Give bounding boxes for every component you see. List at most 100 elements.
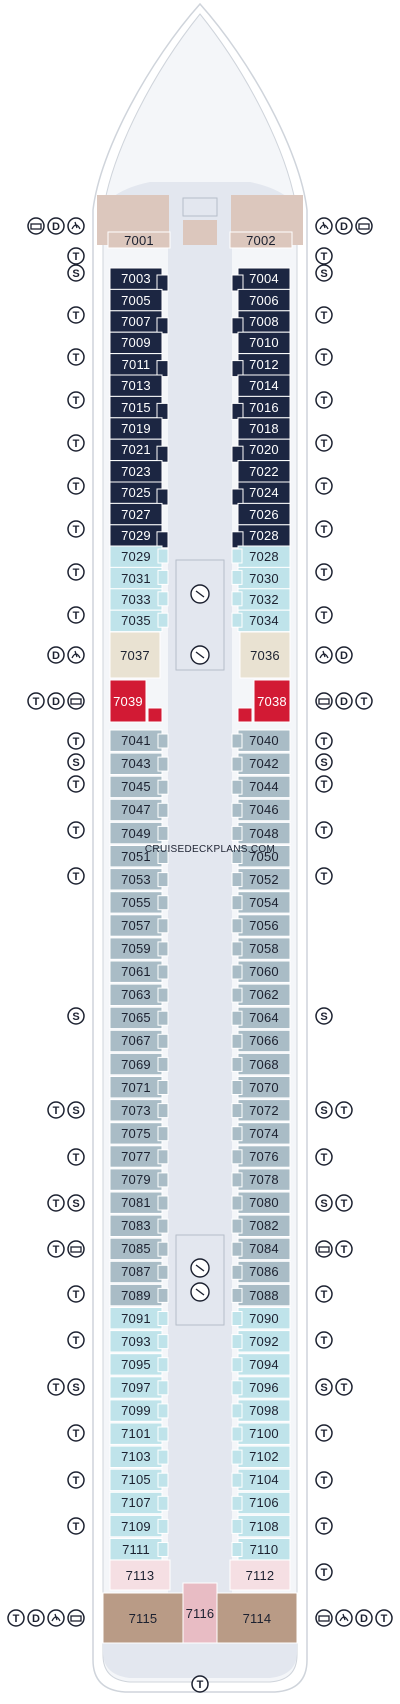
cabin-label[interactable]: 7060: [249, 964, 279, 980]
cabin-label[interactable]: 7102: [249, 1449, 279, 1465]
cabin-label[interactable]: 7111: [122, 1541, 150, 1557]
cabin-label[interactable]: 7096: [249, 1379, 279, 1395]
cabin-label[interactable]: 7088: [249, 1287, 279, 1303]
cabin-label[interactable]: 7098: [249, 1403, 279, 1419]
cabin-label[interactable]: 7071: [121, 1079, 151, 1095]
cabin-label[interactable]: 7116: [185, 1605, 215, 1621]
cabin-label[interactable]: 7045: [121, 779, 151, 795]
cabin-label[interactable]: 7001: [124, 232, 154, 248]
cabin-label[interactable]: 7015: [121, 399, 151, 415]
cabin-label[interactable]: 7038: [257, 693, 287, 709]
cabin-label[interactable]: 7089: [121, 1287, 151, 1303]
cabin-label[interactable]: 7043: [121, 756, 151, 772]
cabin-label[interactable]: 7020: [249, 442, 279, 458]
cabin-label[interactable]: 7004: [249, 271, 279, 287]
cabin-label[interactable]: 7036: [250, 647, 280, 663]
cabin-label[interactable]: 7035: [121, 613, 151, 629]
cabin-label[interactable]: 7065: [121, 1010, 151, 1026]
cabin-label[interactable]: 7044: [249, 779, 279, 795]
cabin-label[interactable]: 7052: [249, 871, 279, 887]
cabin-label[interactable]: 7073: [121, 1102, 151, 1118]
cabin-label[interactable]: 7076: [249, 1148, 279, 1164]
cabin-label[interactable]: 7112: [245, 1567, 275, 1583]
cabin-label[interactable]: 7055: [121, 894, 151, 910]
cabin-label[interactable]: 7075: [121, 1125, 151, 1141]
cabin-label[interactable]: 7082: [249, 1218, 279, 1234]
cabin-label[interactable]: 7034: [249, 613, 279, 629]
cabin-label[interactable]: 7100: [249, 1426, 279, 1442]
cabin-label[interactable]: 7114: [242, 1610, 272, 1626]
cabin-label[interactable]: 7081: [121, 1195, 151, 1211]
cabin-label[interactable]: 7079: [121, 1172, 151, 1188]
cabin-label[interactable]: 7106: [249, 1495, 279, 1511]
cabin-label[interactable]: 7028: [249, 549, 279, 565]
cabin-label[interactable]: 7108: [249, 1518, 279, 1534]
cabin-label[interactable]: 7061: [121, 964, 151, 980]
cabin-label[interactable]: 7033: [121, 591, 151, 607]
cabin-label[interactable]: 7040: [249, 733, 279, 749]
cabin-label[interactable]: 7030: [249, 570, 279, 586]
cabin-label[interactable]: 7094: [249, 1356, 279, 1372]
cabin-label[interactable]: 7050: [249, 848, 279, 864]
cabin-label[interactable]: 7007: [121, 313, 151, 329]
cabin-label[interactable]: 7037: [120, 647, 150, 663]
cabin-label[interactable]: 7087: [121, 1264, 151, 1280]
cabin-label[interactable]: 7022: [249, 463, 279, 479]
cabin-label[interactable]: 7048: [249, 825, 279, 841]
cabin-label[interactable]: 7097: [121, 1379, 151, 1395]
cabin-label[interactable]: 7032: [249, 591, 279, 607]
cabin-label[interactable]: 7049: [121, 825, 151, 841]
cabin-label[interactable]: 7064: [249, 1010, 279, 1026]
cabin-label[interactable]: 7086: [249, 1264, 279, 1280]
cabin-label[interactable]: 7099: [121, 1403, 151, 1419]
cabin-label[interactable]: 7041: [121, 733, 151, 749]
cabin-label[interactable]: 7074: [249, 1125, 279, 1141]
cabin-label[interactable]: 7063: [121, 987, 151, 1003]
cabin-label[interactable]: 7069: [121, 1056, 151, 1072]
cabin-label[interactable]: 7026: [249, 506, 279, 522]
cabin-label[interactable]: 7039: [113, 693, 143, 709]
cabin-label[interactable]: 7084: [249, 1241, 279, 1257]
cabin-label[interactable]: 7019: [121, 420, 151, 436]
cabin-label[interactable]: 7008: [249, 313, 279, 329]
cabin-label[interactable]: 7042: [249, 756, 279, 772]
cabin-label[interactable]: 7095: [121, 1356, 151, 1372]
cabin-label[interactable]: 7023: [121, 463, 151, 479]
cabin-label[interactable]: 7053: [121, 871, 151, 887]
cabin-label[interactable]: 7080: [249, 1195, 279, 1211]
cabin-label[interactable]: 7083: [121, 1218, 151, 1234]
cabin-label[interactable]: 7070: [249, 1079, 279, 1095]
cabin-label[interactable]: 7009: [121, 335, 151, 351]
cabin-label[interactable]: 7012: [249, 356, 279, 372]
cabin-label[interactable]: 7057: [121, 917, 151, 933]
cabin-label[interactable]: 7067: [121, 1033, 151, 1049]
cabin-label[interactable]: 7059: [121, 941, 151, 957]
cabin-label[interactable]: 7110: [249, 1541, 279, 1557]
cabin-label[interactable]: 7027: [121, 506, 151, 522]
cabin-label[interactable]: 7029: [121, 527, 151, 543]
cabin-label[interactable]: 7105: [121, 1472, 151, 1488]
cabin-label[interactable]: 7003: [121, 271, 151, 287]
cabin-label[interactable]: 7062: [249, 987, 279, 1003]
cabin-label[interactable]: 7051: [121, 848, 151, 864]
cabin-label[interactable]: 7013: [121, 378, 151, 394]
cabin-label[interactable]: 7068: [249, 1056, 279, 1072]
cabin-label[interactable]: 7115: [128, 1610, 158, 1626]
cabin-label[interactable]: 7092: [249, 1333, 279, 1349]
cabin-label[interactable]: 7028: [249, 527, 279, 543]
cabin-label[interactable]: 7006: [249, 292, 279, 308]
cabin-label[interactable]: 7014: [249, 378, 279, 394]
cabin-label[interactable]: 7046: [249, 802, 279, 818]
cabin-label[interactable]: 7005: [121, 292, 151, 308]
cabin-label[interactable]: 7113: [125, 1567, 155, 1583]
cabin-label[interactable]: 7016: [249, 399, 279, 415]
cabin-label[interactable]: 7072: [249, 1102, 279, 1118]
cabin-label[interactable]: 7058: [249, 941, 279, 957]
cabin-label[interactable]: 7085: [121, 1241, 151, 1257]
cabin-label[interactable]: 7103: [121, 1449, 151, 1465]
cabin-label[interactable]: 7025: [121, 485, 151, 501]
cabin-label[interactable]: 7104: [249, 1472, 279, 1488]
cabin-label[interactable]: 7056: [249, 917, 279, 933]
cabin-label[interactable]: 7011: [121, 356, 151, 372]
cabin-label[interactable]: 7029: [121, 549, 151, 565]
